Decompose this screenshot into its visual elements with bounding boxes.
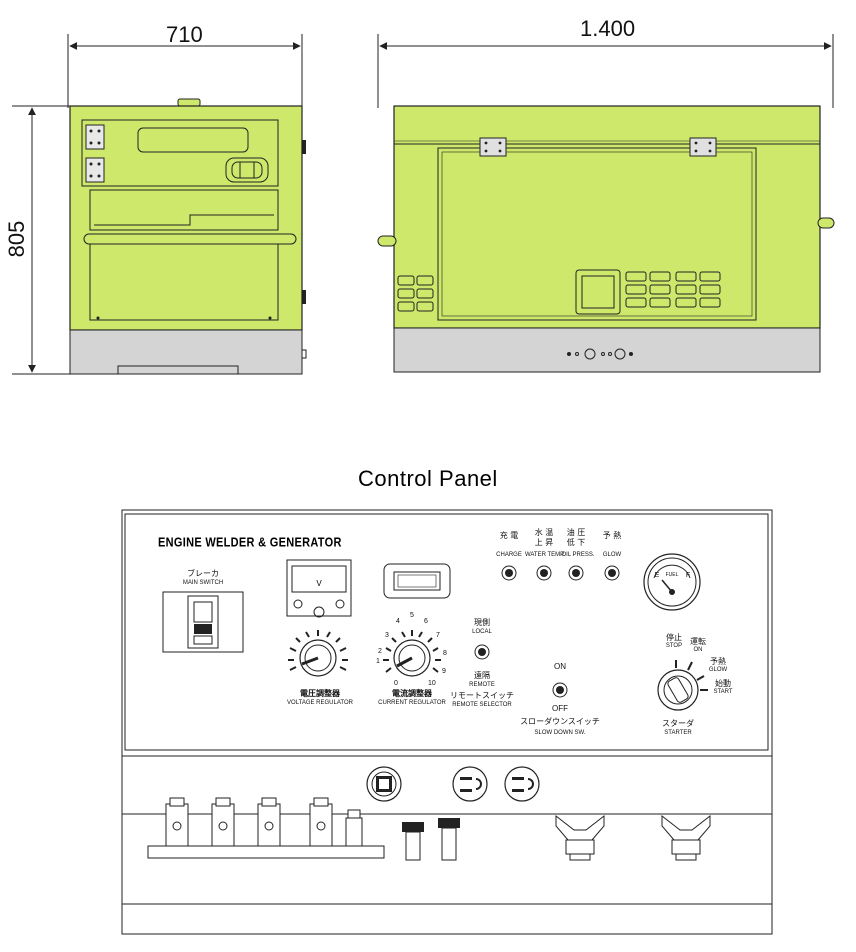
- indicator-glow-en: GLOW: [602, 552, 622, 558]
- dimension-label-length: 1.400: [580, 16, 636, 41]
- front-view: [69, 98, 307, 375]
- current-scale-9: 9: [442, 668, 446, 675]
- indicator-lamps: [501, 565, 620, 581]
- starter-label-en: STARTER: [664, 730, 692, 736]
- starter-on-jp: 運転: [690, 637, 706, 646]
- starter-switch: [657, 660, 708, 711]
- current-scale-8: 8: [443, 650, 447, 657]
- starter-on-en: ON: [693, 647, 703, 653]
- section-title: Control Panel: [358, 466, 498, 491]
- dimension-label-width: 710: [166, 22, 203, 47]
- dimension-height: [12, 105, 70, 375]
- dimension-side-length: [377, 34, 834, 108]
- voltage-regulator-label-en: VOLTAGE REGULATOR: [287, 700, 353, 706]
- control-panel-drawing: V: [121, 509, 773, 935]
- fuel-gauge: [643, 553, 701, 611]
- current-scale-7: 7: [436, 632, 440, 639]
- slow-down-on-label: ON: [554, 662, 566, 671]
- remote-selector-label-en: REMOTE SELECTOR: [452, 702, 512, 708]
- remote-selector-toggle: [474, 644, 490, 660]
- current-scale-6: 6: [424, 618, 428, 625]
- ac-outlets: [452, 766, 540, 802]
- remote-selector-local-en: LOCAL: [472, 629, 492, 635]
- starter-start-jp: 始動: [715, 679, 731, 688]
- fuse-holder: [366, 766, 402, 802]
- slow-down-label-en: SLOW DOWN SW.: [534, 730, 586, 736]
- indicator-oil-press-jp: 油 圧 低 下: [566, 528, 586, 547]
- current-scale-zero: 0: [394, 680, 398, 687]
- starter-glow-jp: 予熱: [710, 657, 726, 666]
- current-scale-4: 4: [396, 618, 400, 625]
- slow-down-off-label: OFF: [552, 704, 568, 713]
- current-regulator-label-en: CURRENT REGULATOR: [378, 700, 446, 706]
- machine-drawings: [12, 34, 835, 375]
- remote-selector-local-jp: 現側: [474, 618, 490, 627]
- indicator-water-temp-jp: 水 温 上 昇: [534, 528, 554, 547]
- indicator-glow-jp: 予 熱: [602, 531, 622, 540]
- remote-selector-remote-en: REMOTE: [469, 682, 495, 688]
- svg-text:V: V: [316, 579, 322, 588]
- fuel-gauge-e: E: [654, 572, 660, 579]
- current-scale-5: 5: [410, 612, 414, 619]
- output-terminals: [147, 797, 385, 859]
- current-scale-3: 3: [385, 632, 389, 639]
- ammeter-display: [383, 563, 451, 599]
- indicator-charge-jp: 充 電: [499, 531, 519, 540]
- dimension-label-height: 805: [4, 220, 29, 258]
- starter-glow-en: GLOW: [708, 667, 728, 673]
- remote-connectors: [402, 818, 460, 861]
- brand-label: ENGINE WELDER & GENERATOR: [158, 536, 342, 550]
- side-view: [377, 105, 835, 373]
- current-regulator-knob: [383, 630, 441, 677]
- main-switch-label-en: MAIN SWITCH: [182, 580, 224, 586]
- current-scale-1: 1: [376, 658, 380, 665]
- slow-down-switch: [552, 682, 568, 698]
- fuel-gauge-label: FUEL: [665, 572, 679, 578]
- voltage-regulator-knob: [288, 630, 348, 677]
- voltage-regulator-label-jp: 電圧調整器: [300, 689, 340, 698]
- starter-start-en: START: [713, 689, 733, 695]
- starter-stop-en: STOP: [665, 643, 683, 649]
- indicator-water-temp-en: WATER TEMP.: [524, 552, 566, 558]
- slow-down-label-jp: スローダウンスイッチ: [520, 717, 600, 726]
- main-switch-breaker: [162, 591, 244, 653]
- dimension-front-width: [67, 34, 303, 108]
- voltmeter: V: [286, 559, 352, 618]
- wing-nuts: [555, 814, 711, 861]
- current-regulator-label-jp: 電流調整器: [392, 689, 432, 698]
- current-scale-2: 2: [378, 648, 382, 655]
- remote-selector-label-jp: リモートスイッチ: [450, 691, 514, 700]
- starter-stop-jp: 停止: [666, 633, 682, 642]
- fuel-gauge-f: F: [685, 572, 691, 579]
- main-switch-label-jp: ブレーカ: [187, 569, 219, 578]
- indicator-charge-en: CHARGE: [496, 552, 522, 558]
- current-scale-10: 10: [428, 680, 436, 687]
- remote-selector-remote-jp: 遠隔: [474, 671, 490, 680]
- starter-label-jp: スターダ: [662, 719, 694, 728]
- indicator-oil-press-en: OIL PRESS.: [561, 552, 595, 558]
